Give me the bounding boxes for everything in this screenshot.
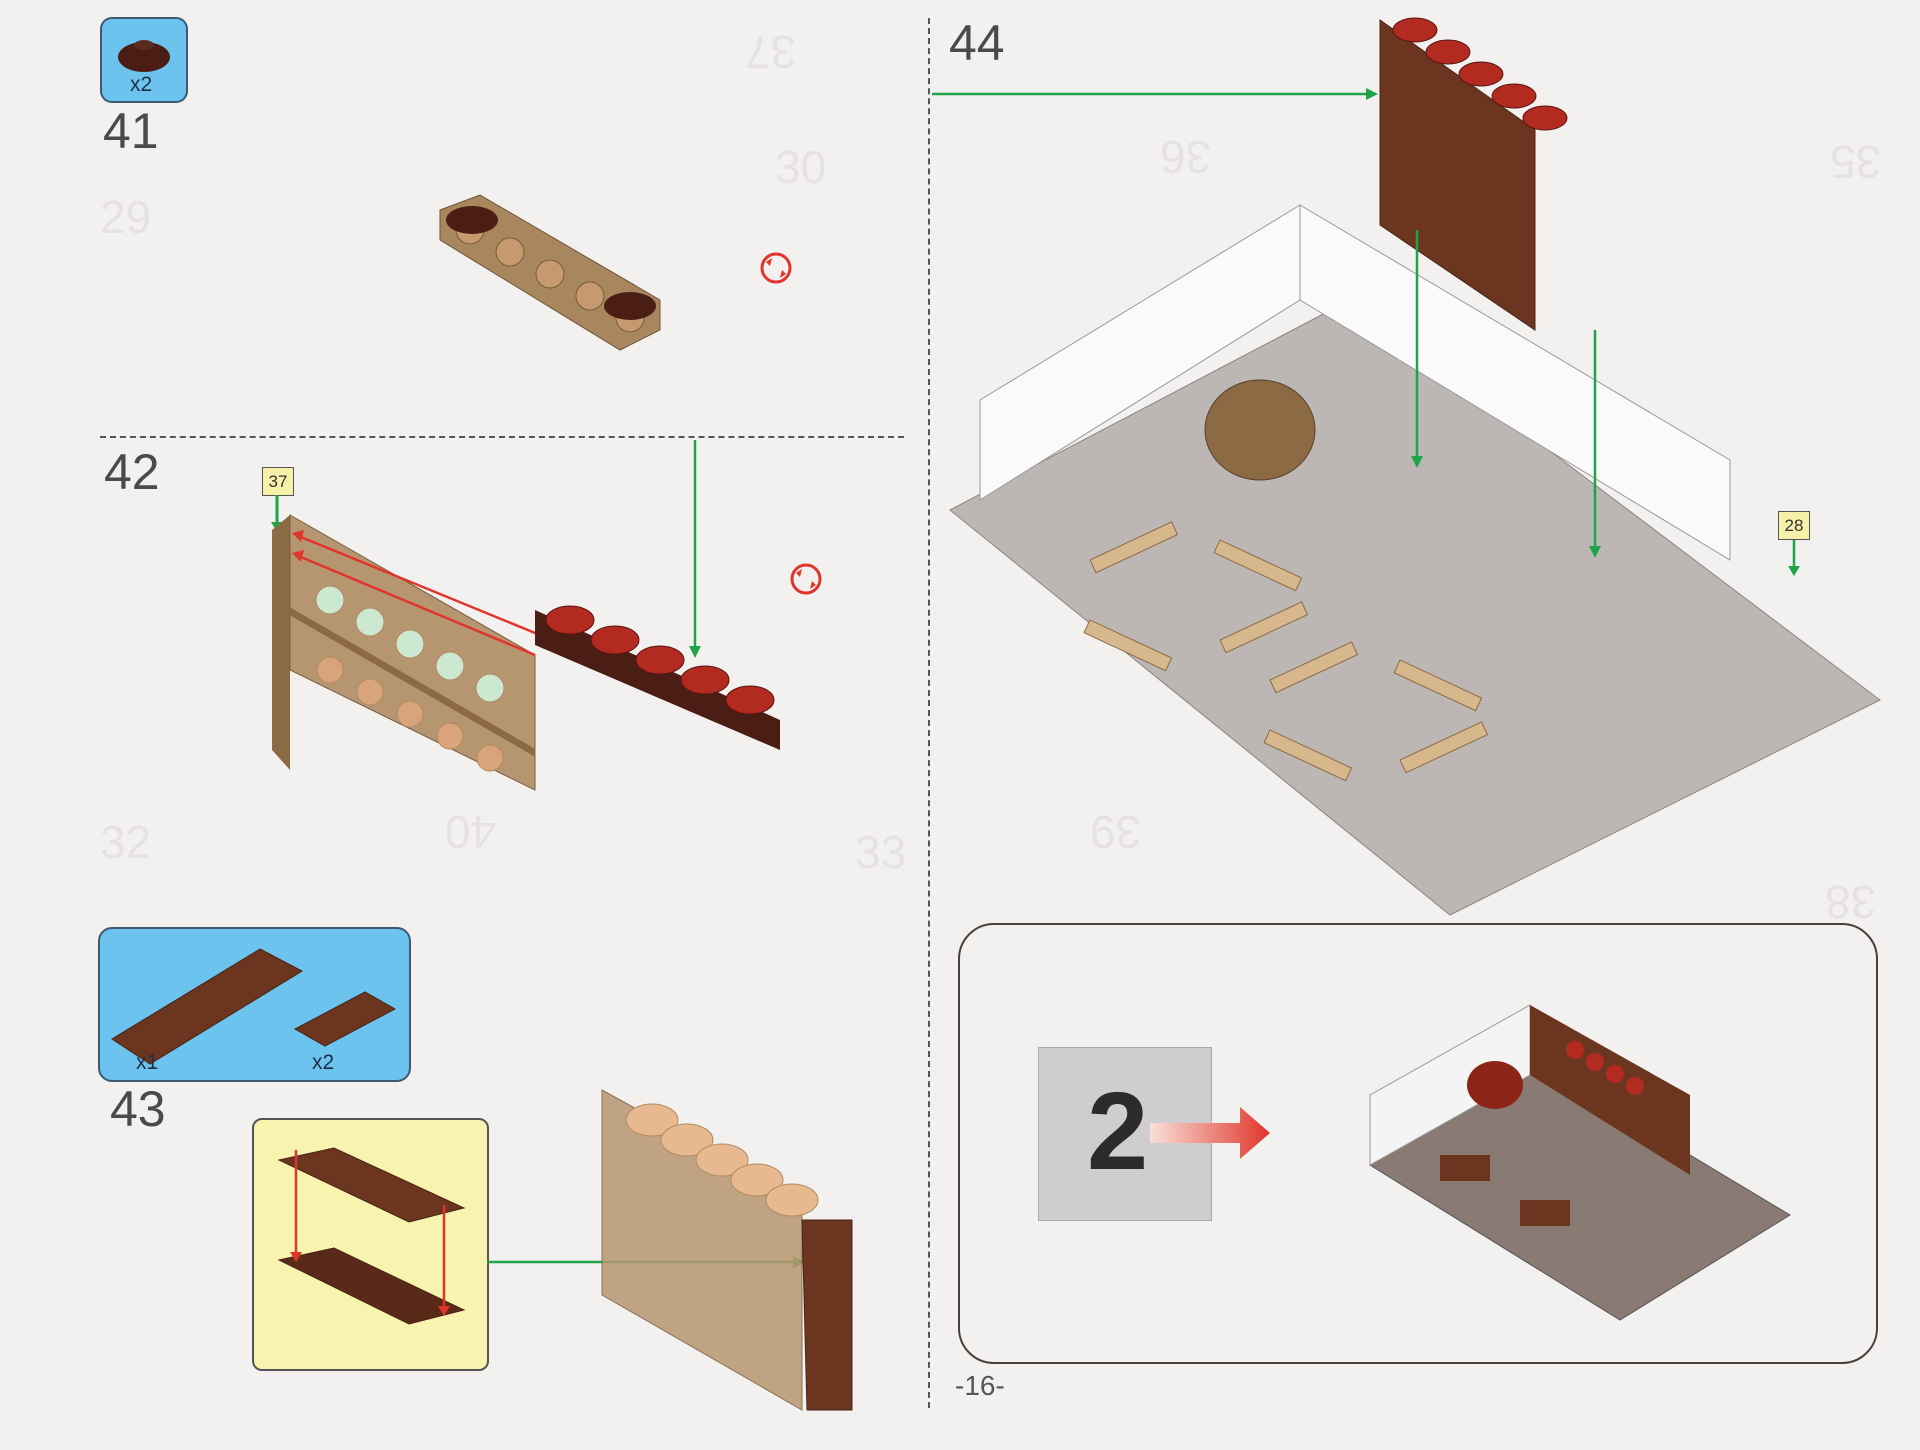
parts-list-step-43: x1 x2 xyxy=(98,927,411,1082)
step-number: 41 xyxy=(103,103,159,159)
sub-assembly-illustration xyxy=(277,1147,466,1325)
step-number: 44 xyxy=(949,15,1005,71)
step-number: 42 xyxy=(104,444,160,500)
next-bag-panel: 2 xyxy=(958,923,1878,1364)
background-number: 32 xyxy=(100,816,152,868)
parts-list-step-41: x2 xyxy=(100,17,188,103)
background-number: 33 xyxy=(855,826,907,878)
step-number: 43 xyxy=(110,1081,166,1137)
round-tile-icon xyxy=(118,40,170,72)
step-42-build-illustration xyxy=(271,440,780,791)
step-divider-horizontal xyxy=(100,436,904,438)
sub-assembly-box xyxy=(252,1118,489,1371)
background-number: 30 xyxy=(775,141,827,193)
rotate-model-icon xyxy=(760,252,792,284)
callout-step-reference: 37 xyxy=(262,467,294,496)
step-divider-vertical xyxy=(928,18,930,1408)
rotate-model-icon xyxy=(790,563,822,595)
completed-model-image xyxy=(1369,1004,1791,1321)
plate-2x8-icon xyxy=(111,948,304,1065)
part-qty: x2 xyxy=(130,73,153,96)
callout-step-reference: 28 xyxy=(1778,511,1810,540)
arrow-right-icon xyxy=(1150,1107,1270,1159)
step-43-build-illustration xyxy=(487,1089,853,1411)
background-number: 37 xyxy=(745,26,797,78)
page-number: -16- xyxy=(955,1370,1005,1401)
part-qty: x1 xyxy=(136,1051,159,1074)
background-number: 40 xyxy=(445,806,497,858)
tile-2x4-icon xyxy=(293,991,397,1047)
bag-number: 2 xyxy=(1087,1070,1149,1193)
background-number: 29 xyxy=(100,191,152,243)
step-41-build-illustration xyxy=(439,194,661,351)
part-qty: x2 xyxy=(312,1051,335,1074)
step-44-build-illustration xyxy=(932,17,1881,916)
